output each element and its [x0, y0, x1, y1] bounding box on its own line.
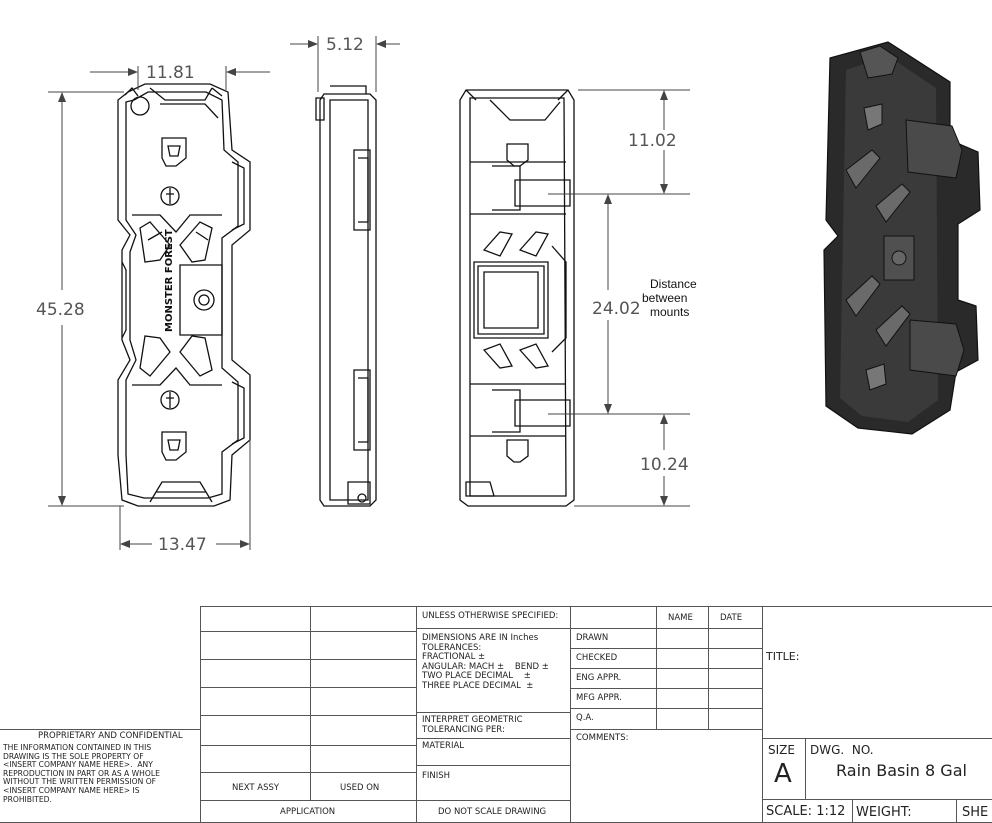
size-label: SIZE — [768, 743, 795, 757]
proprietary-title: PROPRIETARY AND CONFIDENTIAL — [38, 731, 183, 741]
finish-label: FINISH — [422, 771, 451, 781]
row-mfg-appr: MFG APPR. — [576, 693, 622, 703]
dim-front-width-bottom: 13.47 — [158, 535, 207, 555]
row-qa: Q.A. — [576, 713, 594, 723]
logo-text: MONSTER FOREST — [164, 229, 175, 332]
name-header: NAME — [668, 613, 693, 623]
side-view — [315, 85, 377, 507]
next-assy-label: NEXT ASSY — [232, 783, 280, 793]
row-checked: CHECKED — [576, 653, 618, 663]
used-on-label: USED ON — [340, 783, 380, 793]
dim-front-width-top: 11.81 — [146, 63, 195, 83]
logo: MONSTER FOREST — [164, 229, 175, 332]
interpret-label: INTERPRET GEOMETRIC TOLERANCING PER: — [422, 715, 523, 735]
material-label: MATERIAL — [422, 741, 465, 751]
dim-mount-top-offset: 11.02 — [628, 131, 677, 151]
size-value: A — [774, 759, 792, 789]
isometric-view — [823, 41, 981, 435]
annotation-line2: between — [642, 291, 687, 305]
sheet-label: SHE — [962, 805, 989, 820]
dimension-lines — [48, 36, 690, 550]
dimension-labels: 11.81 5.12 45.28 13.47 11.02 24.02 10.24… — [36, 35, 697, 555]
annotation-line1: Distance — [650, 277, 697, 291]
application-label: APPLICATION — [280, 807, 336, 817]
dim-front-height: 45.28 — [36, 300, 85, 320]
front-view — [117, 83, 251, 507]
row-comments: COMMENTS: — [576, 733, 629, 743]
back-view — [459, 89, 575, 507]
proprietary-body: THE INFORMATION CONTAINED IN THIS DRAWIN… — [3, 743, 160, 804]
row-eng-appr: ENG APPR. — [576, 673, 622, 683]
scale-label: SCALE: 1:12 — [766, 804, 846, 819]
title-label: TITLE: — [766, 650, 800, 663]
row-drawn: DRAWN — [576, 633, 609, 643]
drawing-views: MONSTER FOREST — [36, 35, 981, 555]
do-not-scale-label: DO NOT SCALE DRAWING — [438, 807, 547, 817]
date-header: DATE — [720, 613, 743, 623]
tolerances: DIMENSIONS ARE IN Inches TOLERANCES: FRA… — [422, 633, 549, 691]
dim-mount-distance: 24.02 — [592, 299, 641, 319]
dwg-no-value: Rain Basin 8 Gal — [836, 761, 967, 780]
annotation-line3: mounts — [650, 305, 689, 319]
weight-label: WEIGHT: — [856, 805, 912, 820]
dwg-no-label: DWG. NO. — [810, 743, 874, 757]
dim-mount-bottom-offset: 10.24 — [640, 455, 689, 475]
unless-specified: UNLESS OTHERWISE SPECIFIED: — [422, 611, 559, 621]
dim-side-depth: 5.12 — [326, 35, 364, 55]
